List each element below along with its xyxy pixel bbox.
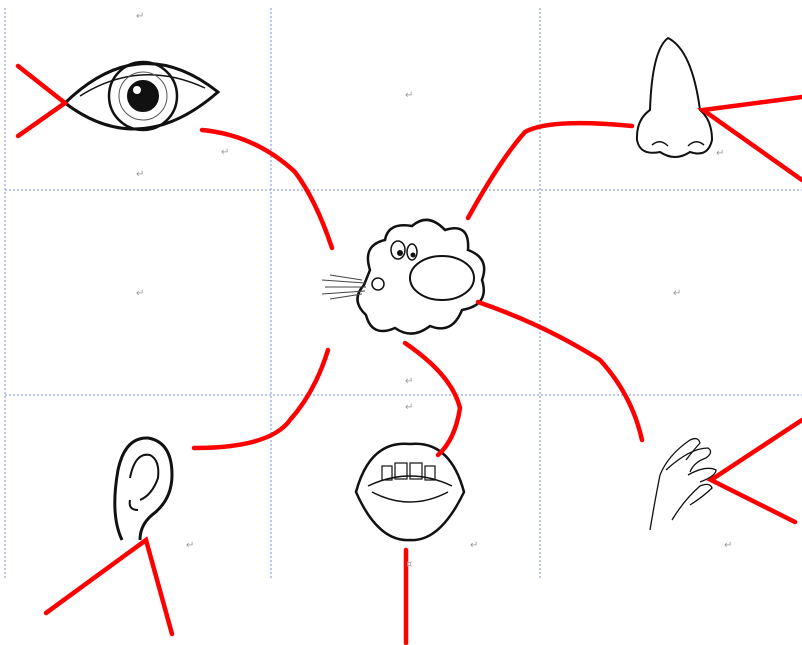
cell-mark: ¤ — [406, 560, 412, 570]
wind-cloud-picture[interactable] — [322, 220, 484, 334]
paragraph-mark: ↵ — [405, 377, 413, 387]
nose-picture[interactable] — [637, 38, 712, 157]
paragraph-mark: ↵ — [221, 148, 229, 158]
paragraph-mark: ↵ — [716, 149, 724, 159]
paragraph-mark: ↵ — [405, 91, 413, 101]
connector-ear-arrow — [46, 540, 172, 634]
connector-nose-arrow — [703, 97, 802, 180]
ear-picture[interactable] — [115, 438, 172, 540]
paragraph-mark: ↵ — [186, 541, 194, 551]
mouth-picture[interactable] — [356, 444, 464, 540]
paragraph-mark: ↵ — [136, 12, 144, 22]
connector-hand — [478, 302, 642, 440]
connector-ear — [194, 350, 328, 448]
connector-mouth — [405, 343, 460, 455]
paragraph-mark: ↵ — [673, 289, 681, 299]
paragraph-mark: ↵ — [405, 403, 413, 413]
paragraph-mark: ↵ — [470, 541, 478, 551]
red-connectors — [18, 66, 802, 643]
paragraph-mark: ↵ — [136, 170, 144, 180]
connector-nose — [468, 123, 632, 218]
connector-hand-arrow — [711, 420, 802, 522]
hand-picture[interactable] — [650, 439, 716, 530]
paragraph-mark: ↵ — [136, 289, 144, 299]
connector-eye-arrow — [18, 66, 65, 136]
paragraph-mark: ↵ — [724, 541, 732, 551]
eye-picture[interactable] — [65, 62, 218, 130]
